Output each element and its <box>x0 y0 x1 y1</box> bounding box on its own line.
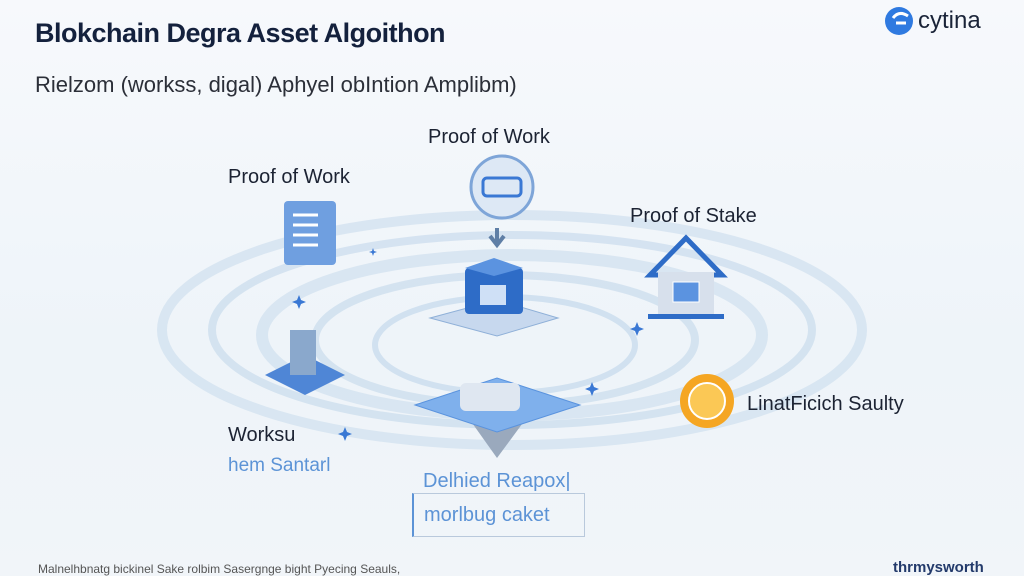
brand-logo: cytina <box>884 6 981 36</box>
boxed-label: morlbug caket <box>412 493 585 537</box>
footer-caption: Malnelhbnatg bickinel Sake rolbim Saserg… <box>38 562 401 576</box>
label-center-bottom: Delhied Reapox| <box>423 470 571 492</box>
label-coin: LinatFicich Saulty <box>747 393 904 415</box>
page-subtitle: Rielzom (workss, digal) Aphyel obIntion … <box>35 72 517 97</box>
page-title: Blokchain Degra Asset Algoithon <box>35 18 446 48</box>
left-block-icon <box>265 330 345 395</box>
logo-text: cytina <box>918 7 981 34</box>
label-proof-of-work-center: Proof of Work <box>428 126 550 148</box>
logo-icon <box>885 7 913 35</box>
label-worksu: Worksu <box>228 424 296 446</box>
label-left-sub: hem Santarl <box>228 455 331 476</box>
house-icon <box>644 234 728 319</box>
sparkle-icons <box>292 248 644 441</box>
coin-icon <box>680 374 734 428</box>
center-platform-icon <box>413 377 582 458</box>
footer-brand: thrmysworth <box>893 559 984 576</box>
label-proof-of-work-left: Proof of Work <box>228 166 350 188</box>
document-icon <box>284 201 336 265</box>
label-proof-of-stake: Proof of Stake <box>630 205 757 227</box>
coin-circle-icon <box>469 154 535 249</box>
cube-block-icon <box>428 258 560 337</box>
